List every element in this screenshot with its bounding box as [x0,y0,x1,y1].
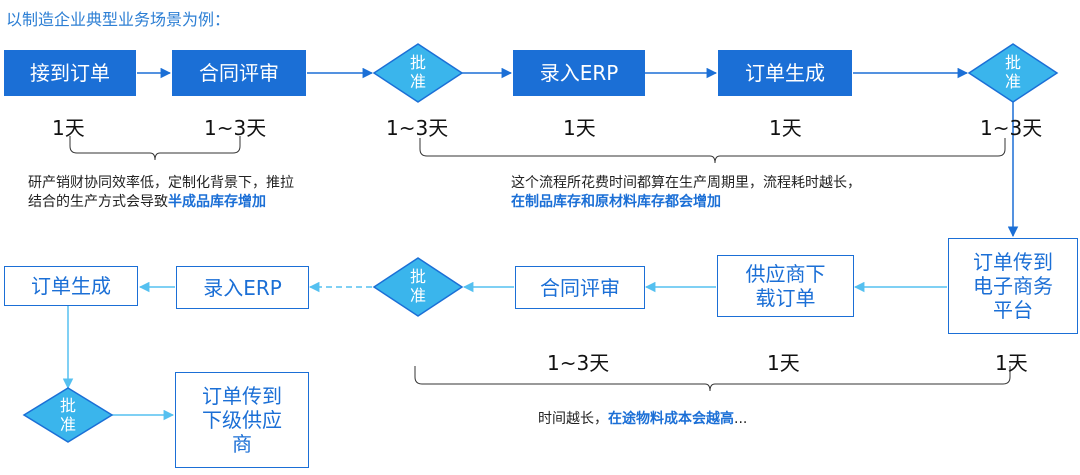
note-in-transit: 时间越长，在途物料成本会越高... [538,411,748,427]
box-contract-review-label: 合同评审 [199,61,279,85]
duration-contract-review: 1~3天 [204,116,267,140]
note-semi-finished: 研产销财协同效率低，定制化背景下，推拉 结合的生产方式会导致半成品库存增加 [28,175,294,210]
approve-2-label: 批 准 [1004,53,1021,91]
duration-approve-1: 1~3天 [386,116,449,140]
box-order-generated: 订单生成 [718,50,852,96]
box-order-generated-2: 订单生成 [4,266,138,306]
box-enter-erp-2: 录入ERP [176,266,309,309]
approve-diamond-3 [372,257,464,317]
box-receive-order-label: 接到订单 [30,61,110,85]
box-to-subsupplier: 订单传到 下级供应 商 [175,372,309,468]
box-receive-order: 接到订单 [4,50,136,96]
approve-4-label: 批 准 [59,396,76,434]
approve-diamond-2 [967,43,1059,103]
bracket-1 [69,136,241,161]
box-contract-review-2: 合同评审 [515,266,645,309]
note-production-cycle: 这个流程所花费时间都算在生产周期里，流程耗时越长， 在制品库存和原材料库存都会增… [511,175,861,210]
duration-approve-2: 1~3天 [980,116,1043,140]
bracket-3 [414,366,1011,392]
box-supplier-download: 供应商下 载订单 [717,255,854,317]
approve-3-label: 批 准 [409,267,426,305]
box-ecommerce: 订单传到 电子商务 平台 [948,238,1078,334]
duration-review-2: 1~3天 [547,351,610,375]
box-enter-erp-label: 录入ERP [539,61,619,85]
approve-diamond-1 [372,43,464,103]
page-title: 以制造企业典型业务场景为例： [6,10,231,29]
duration-receive-order: 1天 [52,116,85,140]
duration-supplier-download: 1天 [767,351,800,375]
approve-diamond-4 [22,387,114,443]
approve-1-label: 批 准 [409,53,426,91]
box-enter-erp: 录入ERP [513,50,645,96]
duration-enter-erp: 1天 [563,116,596,140]
box-contract-review: 合同评审 [172,50,306,96]
duration-order-generated: 1天 [769,116,802,140]
box-order-generated-label: 订单生成 [745,61,825,85]
duration-ecommerce: 1天 [995,351,1028,375]
bracket-2 [419,138,1006,164]
